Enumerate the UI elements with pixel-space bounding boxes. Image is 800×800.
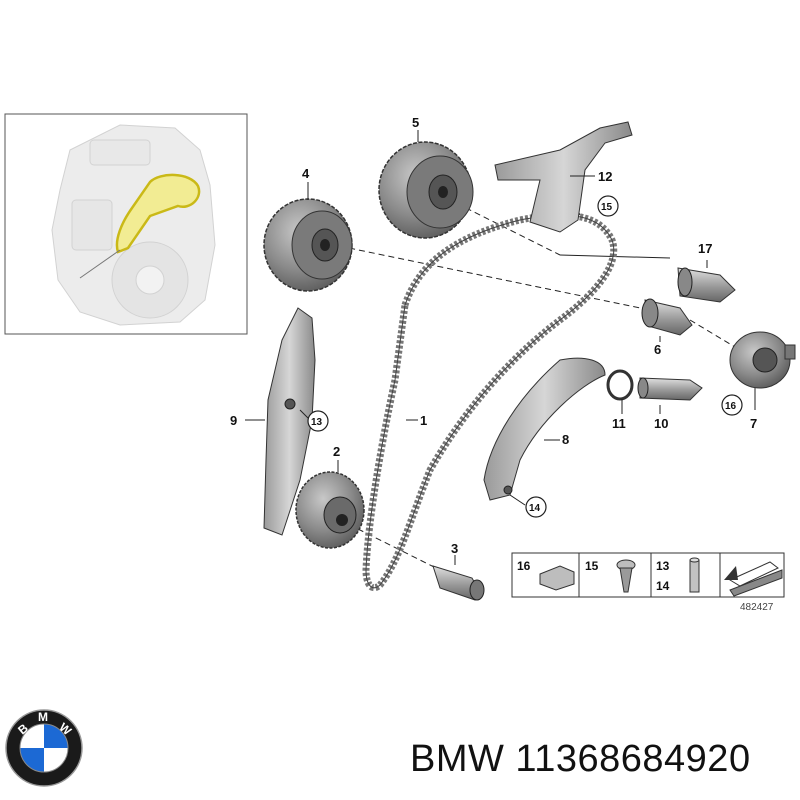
callout-15: 15	[601, 202, 613, 213]
callout-1: 1	[420, 413, 427, 428]
fasteners-legend: 16 15 13 14 482427	[511, 552, 785, 613]
actuator-7	[729, 331, 796, 389]
callout-labels: 1 2 3 4 5 6 7 8 9 10 11 12 17 13 14 15 1…	[230, 115, 757, 556]
crankshaft-sprocket-2	[295, 471, 365, 549]
sensor-clip-icon	[539, 565, 575, 591]
part-caption: BMW 11368684920	[410, 738, 751, 780]
callout-9: 9	[230, 413, 237, 428]
legend-13: 13	[656, 559, 670, 573]
callout-4: 4	[302, 166, 310, 181]
callout-7: 7	[750, 416, 757, 431]
callout-16: 16	[725, 401, 737, 412]
callout-2: 2	[333, 444, 340, 459]
callout-11: 11	[612, 416, 626, 431]
callout-14-circle: 14	[525, 496, 547, 518]
callout-13-circle: 13	[307, 410, 329, 432]
screw-icon	[616, 559, 636, 593]
arrow-direction-icon	[724, 561, 783, 597]
engine-inset	[4, 113, 248, 335]
callout-5: 5	[412, 115, 419, 130]
solenoid-valve-17	[677, 267, 736, 303]
callout-15-circle: 15	[597, 195, 619, 217]
callout-3: 3	[451, 541, 458, 556]
guide-rail-8	[483, 357, 606, 501]
timing-chain	[362, 211, 618, 592]
bmw-logo-icon: B M W	[5, 709, 83, 787]
camshaft-adjuster-4	[263, 198, 353, 292]
callout-13: 13	[311, 417, 323, 428]
central-bolt-3	[432, 565, 485, 601]
highlighted-chain-area	[115, 173, 201, 254]
callout-6: 6	[654, 342, 661, 357]
callout-16-circle: 16	[721, 394, 743, 416]
callout-14: 14	[529, 503, 541, 514]
callout-17: 17	[698, 241, 712, 256]
stud-icon	[689, 557, 700, 593]
tensioner-rail-9	[263, 307, 316, 536]
legend-14: 14	[656, 579, 670, 593]
chain-tensioner-10	[637, 377, 703, 401]
logo-letter-m: M	[38, 710, 48, 724]
upper-chain-guide-12	[494, 121, 633, 233]
callout-leaders	[245, 130, 756, 565]
callout-12: 12	[598, 169, 612, 184]
sealing-ring-11	[606, 369, 634, 401]
callout-10: 10	[654, 416, 668, 431]
callout-8: 8	[562, 432, 569, 447]
legend-15: 15	[585, 559, 599, 573]
camshaft-adjuster-5	[378, 141, 474, 239]
diagram-reference: 482427	[740, 602, 774, 613]
solenoid-valve-6	[641, 298, 693, 336]
legend-16: 16	[517, 559, 531, 573]
